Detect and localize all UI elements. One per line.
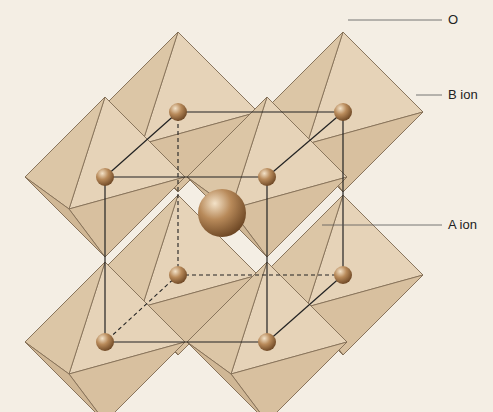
cell-edge <box>105 341 267 342</box>
cell-edge <box>267 112 343 177</box>
cell-edge <box>342 112 343 275</box>
oxygen-octahedra <box>25 32 423 412</box>
hidden-cell-edge <box>177 112 178 275</box>
octahedron-face <box>231 177 347 257</box>
b-ion-sphere <box>334 266 352 284</box>
b-ion-label: B ion <box>448 87 478 103</box>
cell-edge <box>105 176 267 177</box>
cell-edge <box>104 177 105 342</box>
b-ion-sphere <box>96 168 114 186</box>
leader-line <box>322 225 442 226</box>
b-ion-sphere <box>258 168 276 186</box>
b-ion-sphere <box>169 103 187 121</box>
octahedron-face <box>25 262 105 374</box>
b-ion-sphere <box>334 103 352 121</box>
ions <box>96 103 352 351</box>
octahedron-face <box>187 177 267 257</box>
octahedron-face <box>187 262 267 374</box>
a-ion-label: A ion <box>448 217 477 233</box>
cell-edge <box>105 112 178 177</box>
cell-edge <box>267 275 343 342</box>
b-ion-sphere <box>96 333 114 351</box>
leader-lines <box>322 20 442 225</box>
octahedron-face <box>25 97 105 209</box>
b-ion-sphere <box>169 266 187 284</box>
octahedron-face <box>69 177 185 257</box>
octahedron-face <box>187 342 267 412</box>
octahedron-face <box>25 177 105 257</box>
o-label: O <box>448 12 458 28</box>
leader-line <box>416 95 442 96</box>
leader-line <box>348 20 442 21</box>
a-ion-sphere <box>198 189 246 237</box>
b-ion-sphere <box>258 333 276 351</box>
hidden-cell-edge <box>178 274 343 275</box>
hidden-cell-edge <box>105 275 178 342</box>
unit-cell-edges <box>105 112 343 342</box>
octahedron-face <box>25 342 105 412</box>
cell-edge <box>266 177 267 342</box>
cell-edge <box>178 111 343 112</box>
